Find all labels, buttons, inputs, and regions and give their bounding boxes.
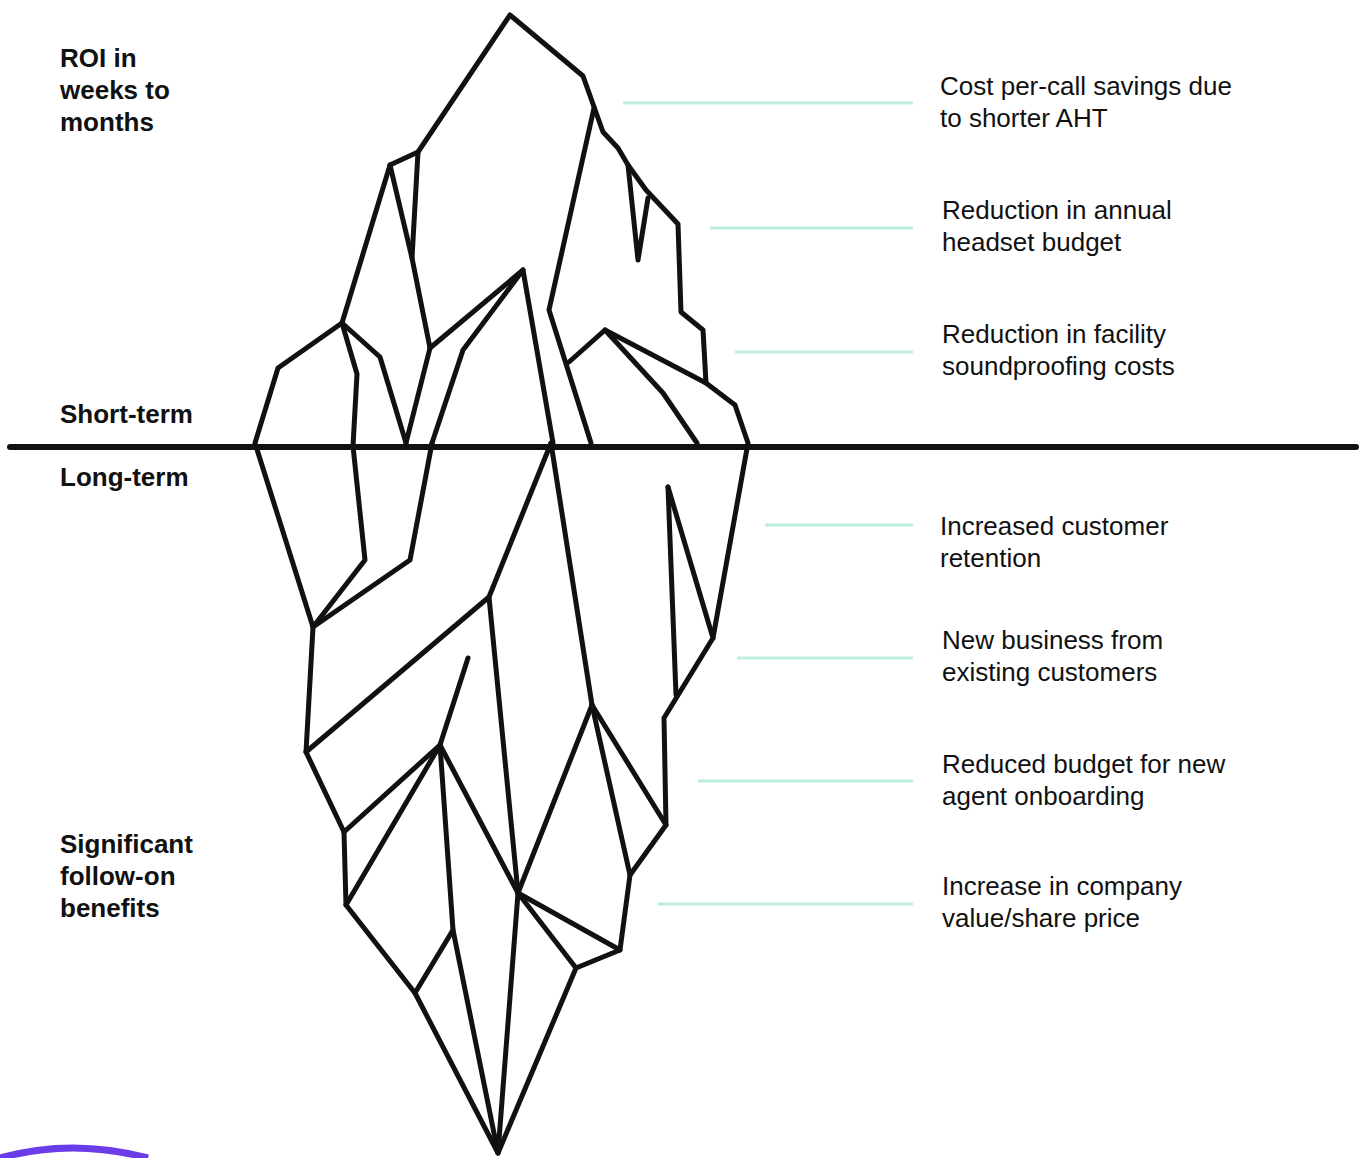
section-label: Significant follow-on benefits	[60, 828, 220, 924]
section-label: Short-term	[60, 398, 280, 430]
water-line	[10, 444, 1356, 450]
benefit-label: Increased customer retention	[940, 510, 1250, 574]
benefit-label: New business from existing customers	[942, 624, 1252, 688]
section-label: Long-term	[60, 461, 280, 493]
benefit-label: Reduction in annual headset budget	[942, 194, 1252, 258]
iceberg	[255, 15, 748, 1153]
benefit-label: Reduction in facility soundproofing cost…	[942, 318, 1252, 382]
benefit-label: Cost per-call savings due to shorter AHT	[940, 70, 1250, 134]
decorative-arc	[0, 1148, 148, 1158]
section-label: ROI in weeks to months	[60, 42, 200, 138]
benefit-label: Increase in company value/share price	[942, 870, 1252, 934]
benefit-label: Reduced budget for new agent onboarding	[942, 748, 1287, 812]
